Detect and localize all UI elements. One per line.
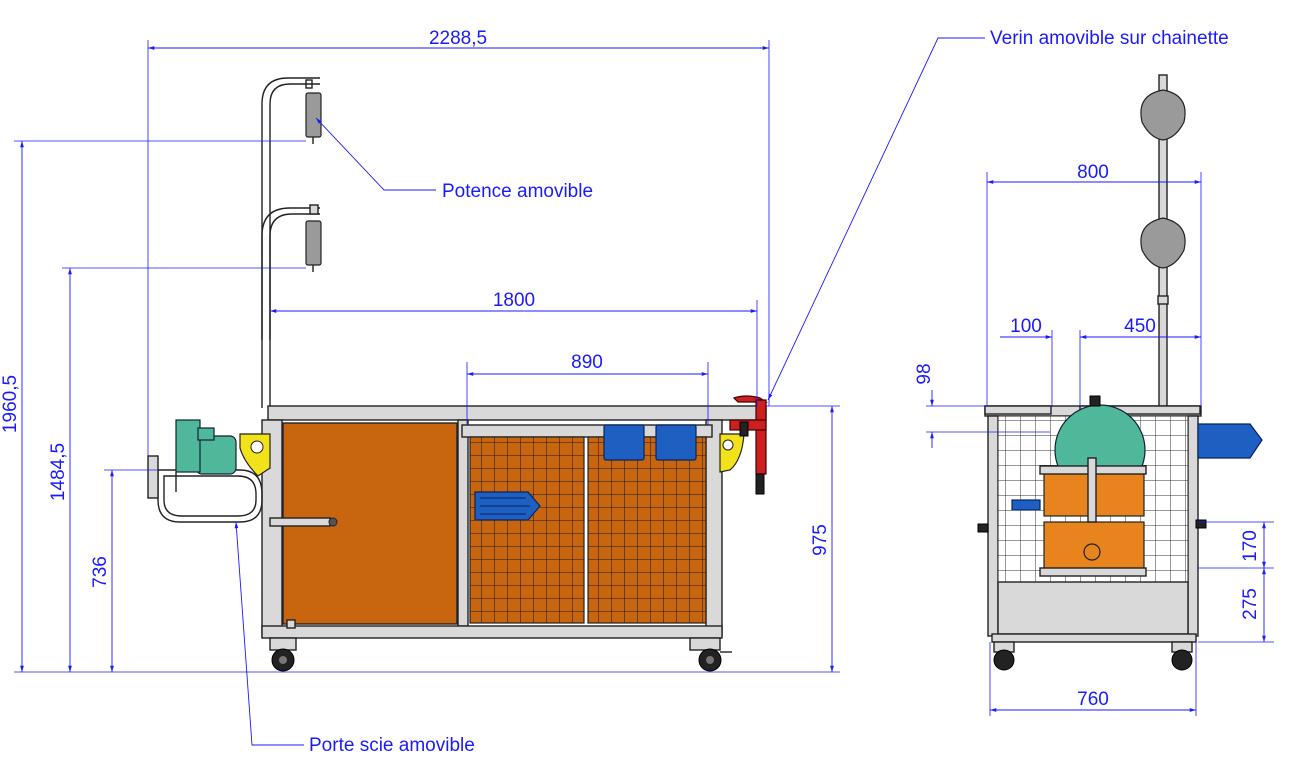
- side-hoist-lower: [1140, 217, 1186, 269]
- caster-right: [689, 637, 732, 672]
- dimensions-front: 2288,5 1800 890 1960,5 1484,5 736 975: [0, 28, 840, 673]
- dim-base-width: 760: [1077, 689, 1109, 710]
- side-motor: [1197, 423, 1263, 459]
- door-handle: [269, 517, 338, 527]
- saw-motor: [195, 435, 237, 475]
- dim-hook-height: 1484,5: [48, 443, 69, 501]
- dim-top-thickness: 98: [914, 363, 935, 384]
- blue-box-1: [603, 424, 645, 461]
- clamp: [729, 395, 768, 495]
- hoist-lower: [305, 204, 322, 272]
- dim-overall-length: 2288,5: [429, 28, 487, 49]
- label-jack: Verin amovible sur chainette: [990, 28, 1229, 49]
- dim-grid-width: 890: [571, 352, 603, 373]
- dim-side-width: 800: [1077, 162, 1109, 183]
- front-view: [147, 77, 768, 672]
- hoist-upper: [305, 92, 322, 144]
- table-top: [267, 405, 767, 421]
- side-drawer-lower: [1043, 521, 1145, 571]
- side-hoist-upper: [1140, 89, 1186, 141]
- side-view: [977, 74, 1263, 671]
- dim-side-offset-1: 100: [1010, 316, 1042, 337]
- dim-drawer-bottom: 275: [1240, 588, 1261, 620]
- callouts: Verin amovible sur chainette Potence amo…: [234, 28, 1229, 756]
- gantry-arm-lower: [261, 207, 320, 340]
- dim-table-length: 1800: [493, 290, 535, 311]
- mesh-panel-left: [469, 436, 585, 624]
- blue-box-2: [655, 424, 697, 461]
- bottom-rail: [261, 625, 723, 639]
- dim-table-height: 975: [810, 524, 831, 556]
- lift-bracket-right: [719, 433, 745, 473]
- label-gantry: Potence amovible: [442, 181, 593, 202]
- dim-max-height: 1960,5: [0, 375, 21, 433]
- dim-drawer-gap: 170: [1240, 530, 1261, 562]
- side-caster-right: [1171, 641, 1193, 671]
- dimensions-side: 800 100 450 98 170 275 760: [914, 162, 1274, 716]
- gantry-pole: [261, 77, 320, 408]
- label-saw-holder: Porte scie amovible: [309, 735, 475, 756]
- caster-left: [269, 637, 297, 672]
- side-caster-left: [993, 641, 1015, 671]
- side-base-tray: [997, 581, 1189, 635]
- mesh-panel-right: [587, 436, 707, 624]
- dim-side-offset-2: 450: [1124, 316, 1156, 337]
- saw-holder: [147, 419, 263, 523]
- dim-saw-height: 736: [90, 556, 111, 588]
